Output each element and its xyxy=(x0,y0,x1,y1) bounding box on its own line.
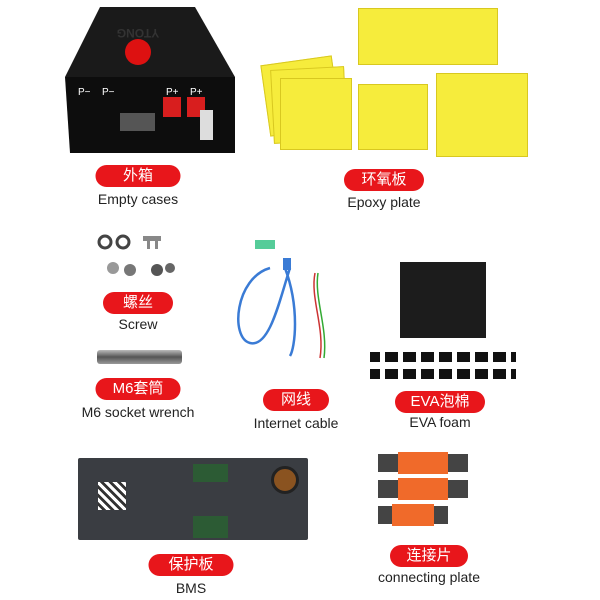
label-en: Epoxy plate xyxy=(347,194,421,210)
eva-foam-sheet-image xyxy=(400,262,486,338)
eva-foam-strip-image xyxy=(370,352,516,362)
bms-board-image xyxy=(78,458,308,540)
eva-foam-strip-image xyxy=(370,369,516,379)
label-en: Internet cable xyxy=(253,415,339,431)
terminal-label: P− xyxy=(78,87,91,98)
label-cn: 保护板 xyxy=(148,554,234,576)
label-cn: 螺丝 xyxy=(103,292,173,314)
socket-wrench-image xyxy=(97,350,182,364)
label-en: M6 socket wrench xyxy=(81,404,195,420)
label-cn: M6套筒 xyxy=(95,378,181,400)
label-cn: 网线 xyxy=(263,389,329,411)
label-en: Screw xyxy=(118,316,158,332)
battery-case-image: YTONG P− P− P+ P+ xyxy=(60,5,245,160)
label-en: Empty cases xyxy=(97,191,179,207)
label-en: connecting plate xyxy=(378,569,480,585)
label-cn: 外箱 xyxy=(95,165,181,187)
label-en: BMS xyxy=(175,580,207,596)
label-cn: 环氧板 xyxy=(344,169,424,191)
internet-cable-image xyxy=(230,238,340,368)
svg-text:YTONG: YTONG xyxy=(117,26,159,40)
label-cn: EVA泡棉 xyxy=(395,391,485,413)
svg-text:P+: P+ xyxy=(166,87,179,98)
svg-text:P+: P+ xyxy=(190,87,203,98)
screws-image xyxy=(95,232,185,282)
label-cn: 连接片 xyxy=(390,545,468,567)
label-en: EVA foam xyxy=(409,414,471,430)
svg-text:P−: P− xyxy=(102,87,115,98)
